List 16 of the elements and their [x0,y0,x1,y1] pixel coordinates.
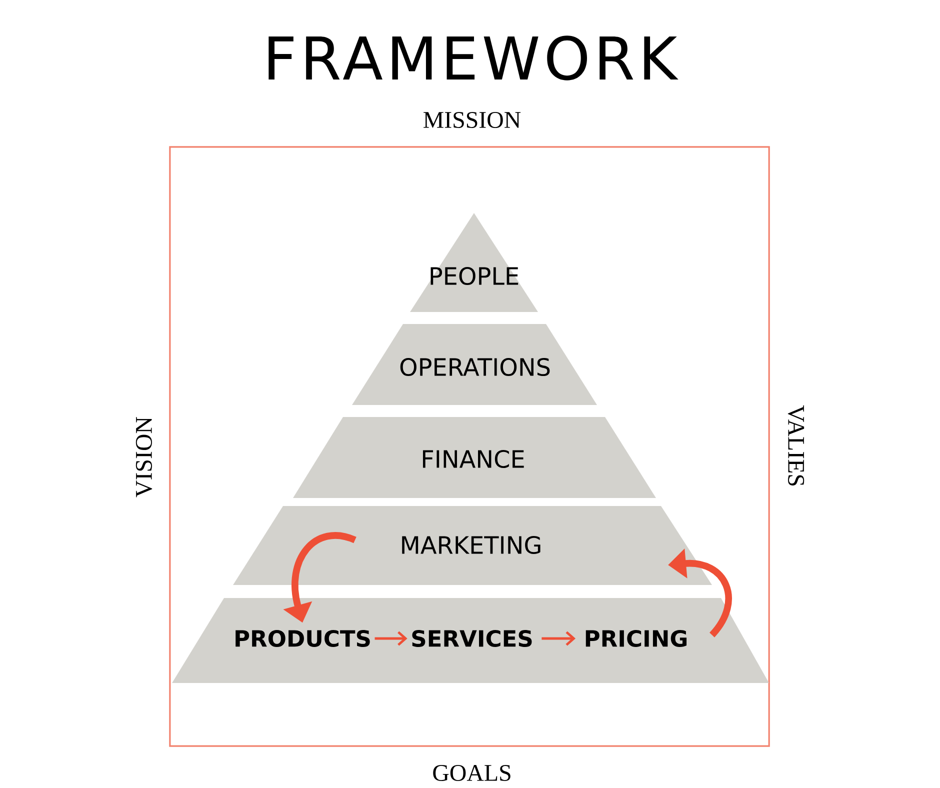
side-label: VISION [136,417,152,498]
frame-border [169,146,770,747]
pyramid-tier: MARKETING [233,506,712,585]
pyramid-tier: OPERATIONS [352,324,597,405]
arrow [542,631,576,646]
step-label: PRODUCTS [236,630,370,647]
pyramid-tier: PEOPLE [410,213,538,312]
pyramid-tier [172,598,769,683]
side-label: GOALS [433,764,510,782]
side-label: VALIES [788,405,804,486]
title: FRAMEWORK [268,36,678,80]
side-label: MISSION [424,112,521,128]
step-label: SERVICES [412,630,532,647]
arrow [374,631,408,646]
step-label: PRICING [586,630,687,647]
pyramid-tier: FINANCE [293,417,656,498]
